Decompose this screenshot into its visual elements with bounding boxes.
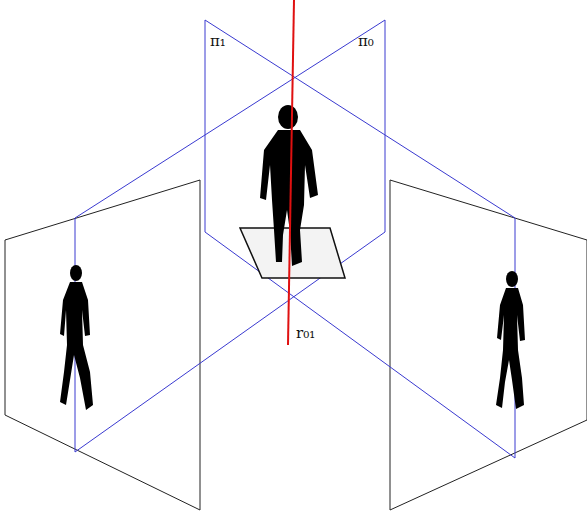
image-plane-left bbox=[5, 180, 200, 510]
intersection-line bbox=[288, 0, 294, 345]
person-silhouette bbox=[496, 271, 525, 409]
image-plane-right bbox=[390, 180, 587, 510]
planes bbox=[75, 20, 515, 458]
line-label: r₀₁ bbox=[296, 326, 315, 341]
plane-label: π₀ bbox=[358, 34, 374, 49]
plane-label: π₁ bbox=[210, 34, 226, 49]
person-silhouette bbox=[60, 265, 93, 410]
